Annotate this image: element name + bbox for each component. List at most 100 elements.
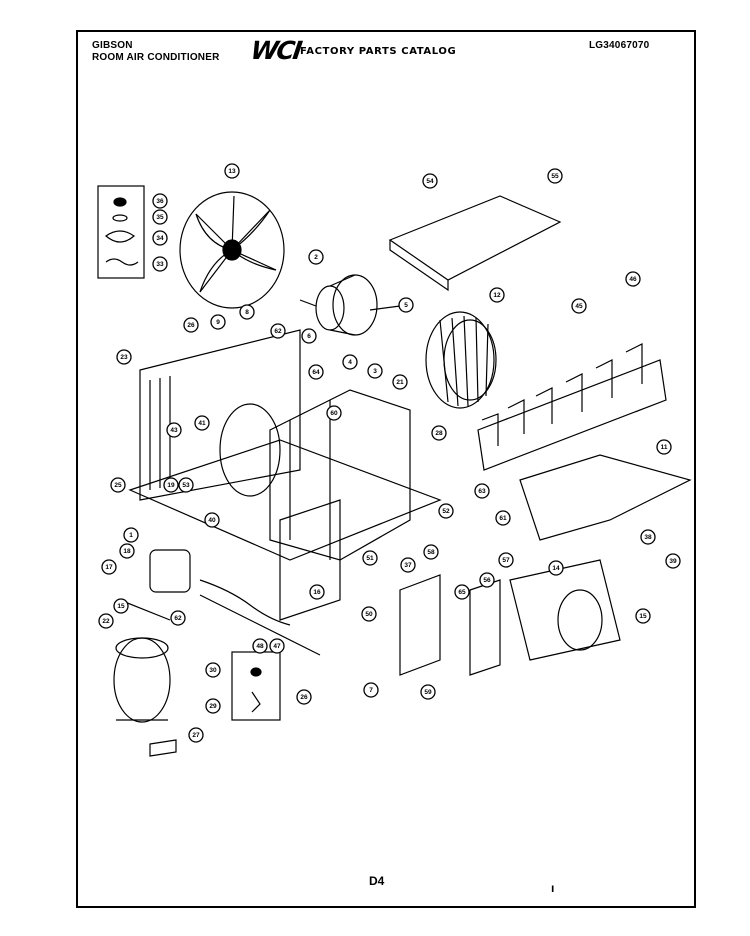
callout-64: 64: [308, 364, 324, 380]
callout-63: 63: [474, 483, 490, 499]
callout-19: 19: [163, 477, 179, 493]
svg-text:15: 15: [117, 603, 125, 610]
svg-text:57: 57: [502, 557, 510, 564]
svg-text:3: 3: [373, 368, 377, 375]
callout-13: 13: [224, 163, 240, 179]
callout-61: 61: [495, 510, 511, 526]
callout-26: 26: [183, 317, 199, 333]
callout-45: 45: [571, 298, 587, 314]
callout-40: 40: [204, 512, 220, 528]
svg-text:46: 46: [629, 276, 637, 283]
svg-text:64: 64: [312, 369, 320, 376]
callout-30: 30: [205, 662, 221, 678]
callout-5: 5: [398, 297, 414, 313]
callout-65: 65: [454, 584, 470, 600]
callout-4: 4: [342, 354, 358, 370]
callout-8: 8: [239, 304, 255, 320]
svg-text:43: 43: [170, 427, 178, 434]
svg-text:52: 52: [442, 508, 450, 515]
svg-text:9: 9: [216, 319, 220, 326]
page-code: D4: [369, 874, 385, 888]
blower-scroll: [509, 559, 621, 661]
callout-48: 48: [252, 638, 268, 654]
svg-text:33: 33: [156, 261, 164, 268]
orifice-shroud: [219, 403, 281, 497]
callout-25: 25: [110, 477, 126, 493]
evaporator-coil: [269, 389, 411, 561]
svg-text:65: 65: [458, 589, 466, 596]
svg-text:26: 26: [300, 694, 308, 701]
callout-28: 28: [431, 425, 447, 441]
callout-14: 14: [548, 560, 564, 576]
callout-62: 62: [270, 323, 286, 339]
svg-text:63: 63: [478, 488, 486, 495]
svg-text:39: 39: [669, 558, 677, 565]
svg-text:28: 28: [435, 430, 443, 437]
callout-55: 55: [547, 168, 563, 184]
svg-text:40: 40: [208, 517, 216, 524]
svg-text:17: 17: [105, 564, 113, 571]
svg-text:56: 56: [483, 577, 491, 584]
callout-15: 15: [635, 608, 651, 624]
svg-text:47: 47: [273, 643, 281, 650]
callout-54: 54: [422, 173, 438, 189]
svg-text:15: 15: [639, 613, 647, 620]
callout-18: 18: [119, 543, 135, 559]
svg-text:37: 37: [404, 562, 412, 569]
compressor: [113, 637, 171, 723]
callout-27: 27: [188, 727, 204, 743]
svg-text:53: 53: [182, 482, 190, 489]
callout-58: 58: [423, 544, 439, 560]
svg-text:59: 59: [424, 689, 432, 696]
svg-text:6: 6: [307, 333, 311, 340]
partition-panel: [279, 499, 341, 621]
svg-text:13: 13: [228, 168, 236, 175]
callout-34: 34: [152, 230, 168, 246]
svg-text:30: 30: [209, 667, 217, 674]
product-line: ROOM AIR CONDITIONER: [92, 52, 220, 63]
callout-7: 7: [363, 682, 379, 698]
svg-text:21: 21: [396, 379, 404, 386]
callout-38: 38: [640, 529, 656, 545]
svg-text:51: 51: [366, 555, 374, 562]
svg-text:12: 12: [493, 292, 501, 299]
evaporator-support: [477, 359, 667, 471]
brand-name: GIBSON: [92, 40, 133, 51]
callout-2: 2: [308, 249, 324, 265]
callout-46: 46: [625, 271, 641, 287]
callout-59: 59: [420, 684, 436, 700]
fan-motor: [332, 274, 378, 336]
page-border: [76, 30, 696, 908]
svg-text:26: 26: [187, 322, 195, 329]
callout-26: 26: [296, 689, 312, 705]
callout-57: 57: [498, 552, 514, 568]
callout-3: 3: [367, 363, 383, 379]
callout-53: 53: [178, 477, 194, 493]
callout-17: 17: [101, 559, 117, 575]
callout-41: 41: [194, 415, 210, 431]
callout-21: 21: [392, 374, 408, 390]
svg-text:36: 36: [156, 198, 164, 205]
condenser-fan-blade: [179, 191, 285, 309]
capacitor: [149, 549, 191, 593]
callout-6: 6: [301, 328, 317, 344]
svg-text:7: 7: [369, 687, 373, 694]
callout-9: 9: [210, 314, 226, 330]
svg-text:25: 25: [114, 482, 122, 489]
callout-39: 39: [665, 553, 681, 569]
top-grille-panel: [388, 195, 562, 281]
callout-50: 50: [361, 606, 377, 622]
svg-text:58: 58: [427, 549, 435, 556]
svg-text:1: 1: [129, 532, 133, 539]
callout-29: 29: [205, 698, 221, 714]
svg-text:38: 38: [644, 534, 652, 541]
callout-36: 36: [152, 193, 168, 209]
svg-text:54: 54: [426, 178, 434, 185]
callout-35: 35: [152, 209, 168, 225]
callout-52: 52: [438, 503, 454, 519]
svg-text:18: 18: [123, 548, 131, 555]
callout-15: 15: [113, 598, 129, 614]
parts-linework: [97, 185, 692, 757]
svg-text:19: 19: [167, 482, 175, 489]
